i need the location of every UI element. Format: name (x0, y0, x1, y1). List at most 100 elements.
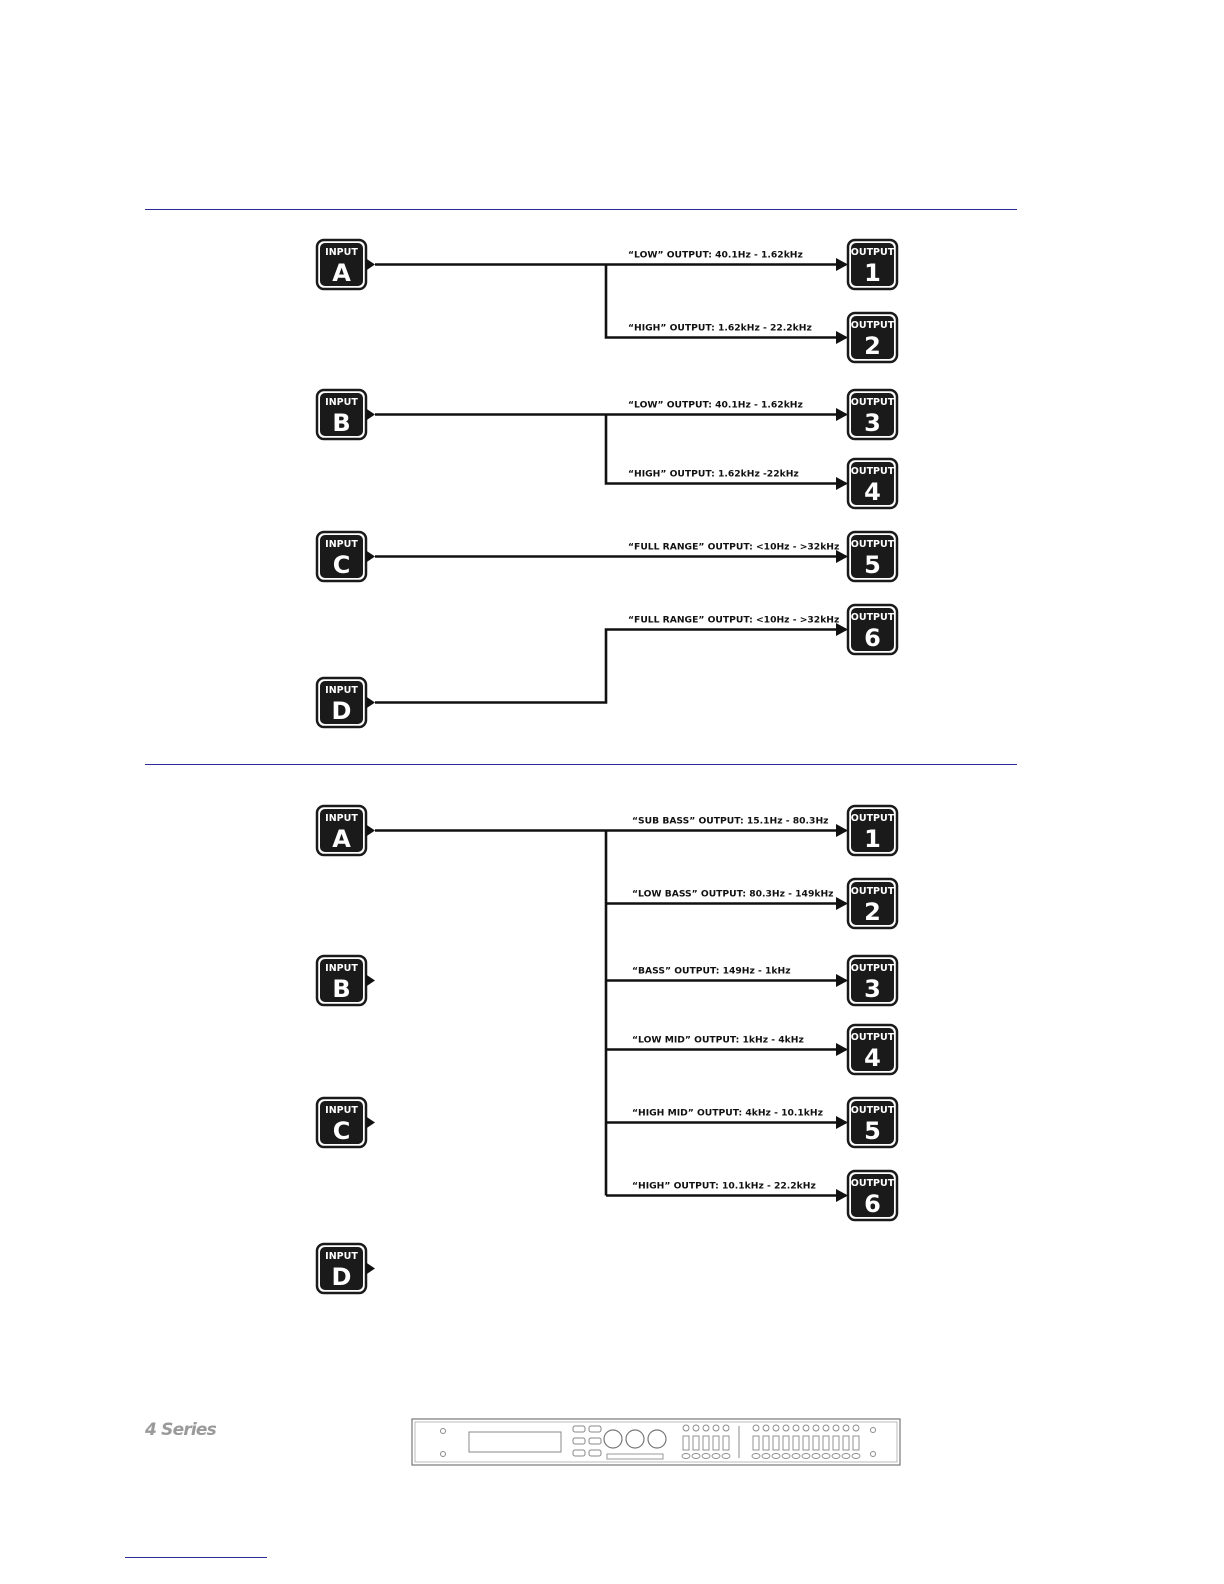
arrow-head (836, 1189, 848, 1202)
box-caption: INPUT (325, 1105, 358, 1116)
rack-fader (802, 1435, 810, 1451)
rack-button (781, 1453, 791, 1459)
output-frequency-label: “BASS” OUTPUT: 149Hz - 1kHz (632, 966, 791, 977)
signal-line (375, 628, 846, 704)
rack-fader (812, 1435, 820, 1451)
rack-fader (842, 1435, 850, 1451)
input-port-arrow (366, 824, 375, 837)
rack-fader (722, 1435, 730, 1451)
rack-button (681, 1453, 691, 1459)
box-caption: OUTPUT (851, 1178, 895, 1189)
rack-knob (802, 1424, 810, 1432)
rack-fader (772, 1435, 780, 1451)
box-id: 2 (864, 332, 881, 360)
box-id: A (332, 259, 351, 287)
box-caption: OUTPUT (851, 963, 895, 974)
rack-button (771, 1453, 781, 1459)
box-id: B (332, 409, 350, 437)
box-caption: OUTPUT (851, 320, 895, 331)
rack-fader (702, 1435, 710, 1451)
rack-button (831, 1453, 841, 1459)
input-port-arrow (366, 1262, 375, 1275)
rack-knob (822, 1424, 830, 1432)
rack-knob (782, 1424, 790, 1432)
series-logo-text: 4 Series (145, 1420, 217, 1440)
box-id: 4 (864, 478, 881, 506)
rack-knob (762, 1424, 770, 1432)
box-id: D (332, 1263, 352, 1291)
rack-button (821, 1453, 831, 1459)
input-port-arrow (366, 1116, 375, 1129)
input-port-arrow (366, 696, 375, 709)
output-frequency-label: “LOW” OUTPUT: 40.1Hz - 1.62kHz (628, 400, 803, 411)
signal-line (604, 414, 846, 485)
box-caption: INPUT (325, 685, 358, 696)
arrow-head (836, 897, 848, 910)
box-id: 3 (864, 409, 881, 437)
rack-button (751, 1453, 761, 1459)
device-front-panel-illustration (411, 1418, 901, 1466)
box-id: 6 (864, 624, 881, 652)
rack-knob (752, 1424, 760, 1432)
box-id: 1 (864, 825, 881, 853)
output-frequency-label: “FULL RANGE” OUTPUT: <10Hz - >32kHz (628, 542, 839, 553)
box-caption: OUTPUT (851, 813, 895, 824)
rack-knob (812, 1424, 820, 1432)
rack-knob (842, 1424, 850, 1432)
rack-fader (832, 1435, 840, 1451)
rack-button (851, 1453, 861, 1459)
rack-knob (712, 1424, 720, 1432)
input-port-arrow (366, 550, 375, 563)
rack-fader (852, 1435, 860, 1451)
rack-button (691, 1453, 701, 1459)
rack-knob (852, 1424, 860, 1432)
arrow-head (836, 477, 848, 490)
arrow-head (836, 258, 848, 271)
rack-knob (702, 1424, 710, 1432)
rack-button (761, 1453, 771, 1459)
rack-knob (692, 1424, 700, 1432)
box-id: C (333, 1117, 351, 1145)
box-id: 4 (864, 1044, 881, 1072)
box-id: 1 (864, 259, 881, 287)
rack-fader (752, 1435, 760, 1451)
rack-button (701, 1453, 711, 1459)
box-caption: INPUT (325, 539, 358, 550)
rack-knob (682, 1424, 690, 1432)
output-frequency-label: “LOW BASS” OUTPUT: 80.3Hz - 149kHz (632, 889, 834, 900)
box-id: 3 (864, 975, 881, 1003)
box-caption: OUTPUT (851, 1105, 895, 1116)
rack-button (811, 1453, 821, 1459)
rack-fader (792, 1435, 800, 1451)
rack-button (791, 1453, 801, 1459)
rack-knob (772, 1424, 780, 1432)
rack-fader (712, 1435, 720, 1451)
output-frequency-label: “LOW MID” OUTPUT: 1kHz - 4kHz (632, 1035, 804, 1046)
box-caption: OUTPUT (851, 397, 895, 408)
box-id: 2 (864, 898, 881, 926)
arrow-head (836, 331, 848, 344)
box-id: 5 (864, 551, 881, 579)
rack-knob (832, 1424, 840, 1432)
input-port-arrow (366, 258, 375, 271)
rack-button (711, 1453, 721, 1459)
box-caption: OUTPUT (851, 466, 895, 477)
box-caption: OUTPUT (851, 247, 895, 258)
rack-knob (792, 1424, 800, 1432)
rack-fader (782, 1435, 790, 1451)
output-frequency-label: “SUB BASS” OUTPUT: 15.1Hz - 80.3Hz (632, 816, 828, 827)
